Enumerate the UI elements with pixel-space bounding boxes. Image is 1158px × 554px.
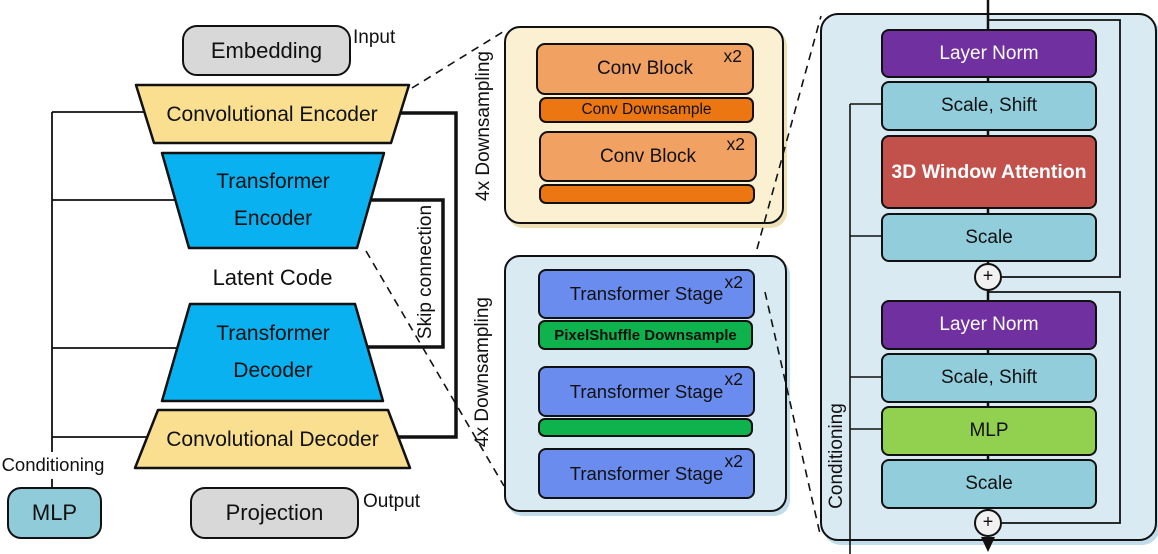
conv-block-1: Conv Block x2: [536, 43, 754, 95]
transformer-encoder-line1: Transformer: [216, 170, 330, 193]
layer-norm-1-label: Layer Norm: [939, 42, 1039, 64]
add-symbol-1: +: [982, 265, 994, 286]
latent-code-label: Latent Code: [212, 265, 333, 290]
scale-shift-1-label: Scale, Shift: [940, 95, 1038, 116]
conv-block-2-multiplier: x2: [726, 134, 745, 154]
layer-norm-2-box: Layer Norm: [881, 300, 1097, 350]
mlp-conditioning-label: MLP: [31, 500, 78, 525]
conv-downsample-bar: Conv Downsample: [539, 97, 754, 123]
scale-1-box: Scale: [881, 213, 1097, 262]
conditioning-left-label: Conditioning: [1, 454, 105, 475]
layer-norm-2-label: Layer Norm: [939, 314, 1039, 335]
conv-decoder-label: Convolutional Decoder: [166, 427, 379, 451]
window-attention-label: 3D Window Attention: [891, 160, 1087, 183]
conv-block-1-label: Conv Block: [596, 58, 694, 79]
pixelshuffle-downsample-bar: PixelShuffle Downsample: [538, 320, 753, 350]
transformer-stage-3-multiplier: x2: [724, 451, 743, 471]
pixelshuffle-downsample-label: PixelShuffle Downsample: [554, 326, 737, 344]
transformer-stage-1: Transformer Stage x2: [538, 269, 755, 319]
transformer-encoder-label: Transformer Encoder: [162, 158, 384, 242]
mlp-block-label: MLP: [969, 420, 1009, 441]
mlp-block-box: MLP: [881, 406, 1097, 456]
transformer-decoder-label: Transformer Decoder: [162, 309, 384, 395]
conv-downsample-label: Conv Downsample: [581, 101, 712, 118]
scale-1-label: Scale: [965, 226, 1013, 248]
conv-block-2: Conv Block x2: [539, 131, 757, 182]
scale-shift-2-box: Scale, Shift: [881, 353, 1097, 403]
scale-shift-2-label: Scale, Shift: [940, 367, 1038, 388]
transformer-decoder-line2: Decoder: [233, 359, 313, 382]
transformer-stage-1-multiplier: x2: [724, 272, 743, 292]
pixelshuffle-downsample-bar-2: [538, 418, 753, 437]
conditioning-right-label: Conditioning: [826, 403, 847, 509]
scale-2-box: Scale: [881, 459, 1097, 509]
layer-norm-1-box: Layer Norm: [881, 29, 1097, 78]
conv-downsampling-side-label: 4x Downsampling: [473, 51, 494, 201]
transformer-stage-1-label: Transformer Stage: [569, 283, 724, 304]
skip-connection-label: Skip connection: [415, 204, 436, 340]
input-label: Input: [353, 27, 396, 48]
embedding-box: Embedding: [182, 25, 351, 76]
window-attention-box: 3D Window Attention: [881, 135, 1097, 209]
transformer-downsampling-side-label: 4x Downsampling: [472, 297, 493, 447]
conv-encoder-label: Convolutional Encoder: [166, 102, 378, 126]
projection-box: Projection: [190, 487, 359, 539]
conv-downsample-bar-2: [539, 184, 755, 204]
scale-shift-1-box: Scale, Shift: [881, 81, 1097, 131]
projection-label: Projection: [225, 500, 324, 525]
mlp-conditioning-box: MLP: [7, 487, 102, 539]
transformer-stage-2-multiplier: x2: [724, 369, 743, 389]
add-symbol-2: +: [982, 511, 994, 532]
transformer-decoder-line1: Transformer: [216, 322, 330, 345]
scale-2-label: Scale: [965, 473, 1013, 494]
transformer-encoder-line2: Encoder: [233, 207, 313, 230]
transformer-stage-2: Transformer Stage x2: [538, 366, 755, 417]
transformer-stage-2-label: Transformer Stage: [569, 380, 724, 402]
conv-block-1-multiplier: x2: [723, 46, 742, 66]
conv-block-2-label: Conv Block: [599, 145, 697, 167]
transformer-stage-3: Transformer Stage x2: [538, 448, 755, 499]
transformer-stage-3-label: Transformer Stage: [569, 462, 724, 484]
output-label: Output: [363, 491, 421, 512]
embedding-label: Embedding: [210, 37, 323, 63]
